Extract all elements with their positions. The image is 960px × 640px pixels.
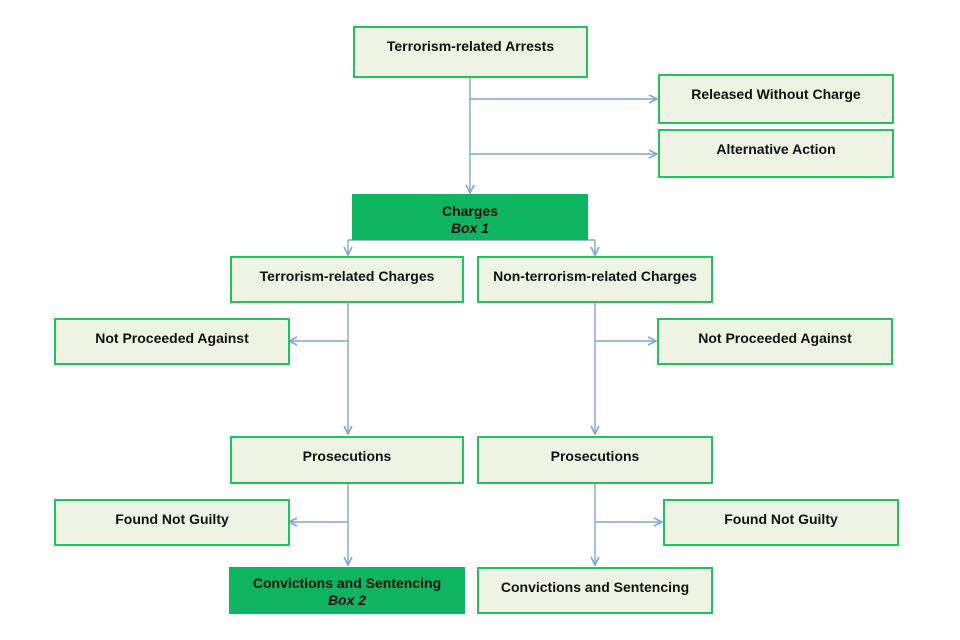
node-label: Not Proceeded Against (95, 330, 249, 346)
node-label: Not Proceeded Against (698, 330, 852, 346)
node-released-without-charge: Released Without Charge (658, 74, 894, 124)
node-label: Terrorism-related Charges (259, 268, 435, 284)
node-label: Convictions and Sentencing (252, 575, 442, 591)
node-sublabel-box-2: Box 2 (327, 592, 367, 608)
node-convictions-and-sentencing-right: Convictions and Sentencing (477, 567, 713, 614)
node-found-not-guilty-right: Found Not Guilty (663, 499, 899, 546)
node-sublabel-box-1: Box 1 (450, 220, 490, 236)
node-charges: Charges Box 1 (352, 194, 588, 240)
node-not-proceeded-against-right: Not Proceeded Against (657, 318, 893, 365)
node-non-terrorism-related-charges: Non-terrorism-related Charges (477, 256, 713, 303)
node-not-proceeded-against-left: Not Proceeded Against (54, 318, 290, 365)
node-label: Charges (441, 203, 499, 219)
node-convictions-and-sentencing-left: Convictions and Sentencing Box 2 (229, 567, 465, 614)
node-terrorism-related-arrests: Terrorism-related Arrests (353, 26, 588, 78)
node-label: Non-terrorism-related Charges (493, 268, 697, 284)
node-label: Terrorism-related Arrests (386, 38, 555, 54)
node-found-not-guilty-left: Found Not Guilty (54, 499, 290, 546)
node-label: Prosecutions (550, 448, 640, 464)
node-label: Found Not Guilty (115, 511, 229, 527)
node-label: Released Without Charge (691, 86, 861, 102)
node-alternative-action: Alternative Action (658, 129, 894, 178)
node-label: Alternative Action (716, 141, 836, 157)
node-label: Found Not Guilty (724, 511, 838, 527)
node-label: Prosecutions (302, 448, 392, 464)
node-label: Convictions and Sentencing (500, 579, 690, 595)
node-terrorism-related-charges: Terrorism-related Charges (230, 256, 464, 303)
node-prosecutions-left: Prosecutions (230, 436, 464, 484)
node-prosecutions-right: Prosecutions (477, 436, 713, 484)
